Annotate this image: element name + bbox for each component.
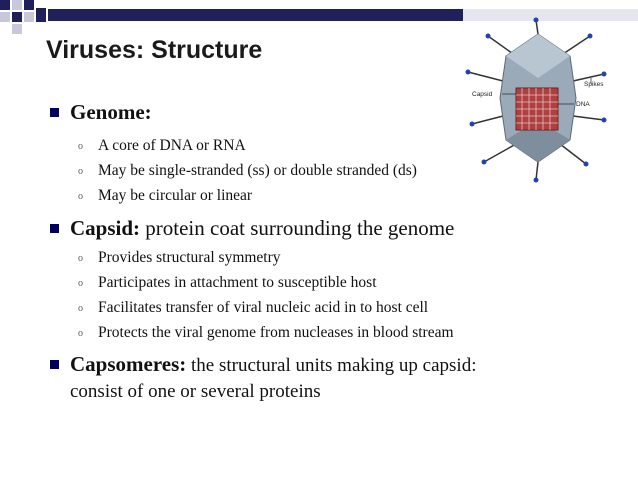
circle-bullet-icon: o [78,253,83,264]
label-spikes: Spikes [584,81,604,88]
sub-bullet-text: Provides structural symmetry [98,249,281,266]
label-capsid: Capsid [472,91,493,98]
bullet-heading: Capsomeres: [70,352,187,376]
sub-bullet-text: Facilitates transfer of viral nucleic ac… [98,299,429,316]
sub-bullet-text: May be circular or linear [98,187,253,204]
circle-bullet-icon: o [78,191,83,202]
circle-bullet-icon: o [78,328,83,339]
circle-bullet-icon: o [78,303,83,314]
sub-bullet-text: Participates in attachment to susceptibl… [98,274,377,291]
sub-bullet-text: May be single-stranded (ss) or double st… [98,162,417,179]
circle-bullet-icon: o [78,278,83,289]
bullet-continuation: consist of one or several proteins [70,381,321,402]
sub-bullet-text: Protects the viral genome from nucleases… [98,324,454,341]
header-decoration [0,0,638,34]
bullet-text: protein coat surrounding the genome [140,216,455,240]
bullet-text: the structural units making up capsid: [186,355,477,376]
bullet-square-icon [50,108,59,117]
bullet-heading: Capsid: [70,216,141,240]
circle-bullet-icon: o [78,166,83,177]
virus-diagram: Spikes Capsid DNA [465,17,607,183]
sub-bullet-text: A core of DNA or RNA [98,137,246,154]
bullet-square-icon [50,224,59,233]
slide-title: Viruses: Structure [46,36,263,64]
bullet-heading: Genome: [70,100,152,124]
bullet-square-icon [50,360,59,369]
circle-bullet-icon: o [78,141,83,152]
spike-tips [465,17,607,183]
label-dna: DNA [576,101,590,108]
